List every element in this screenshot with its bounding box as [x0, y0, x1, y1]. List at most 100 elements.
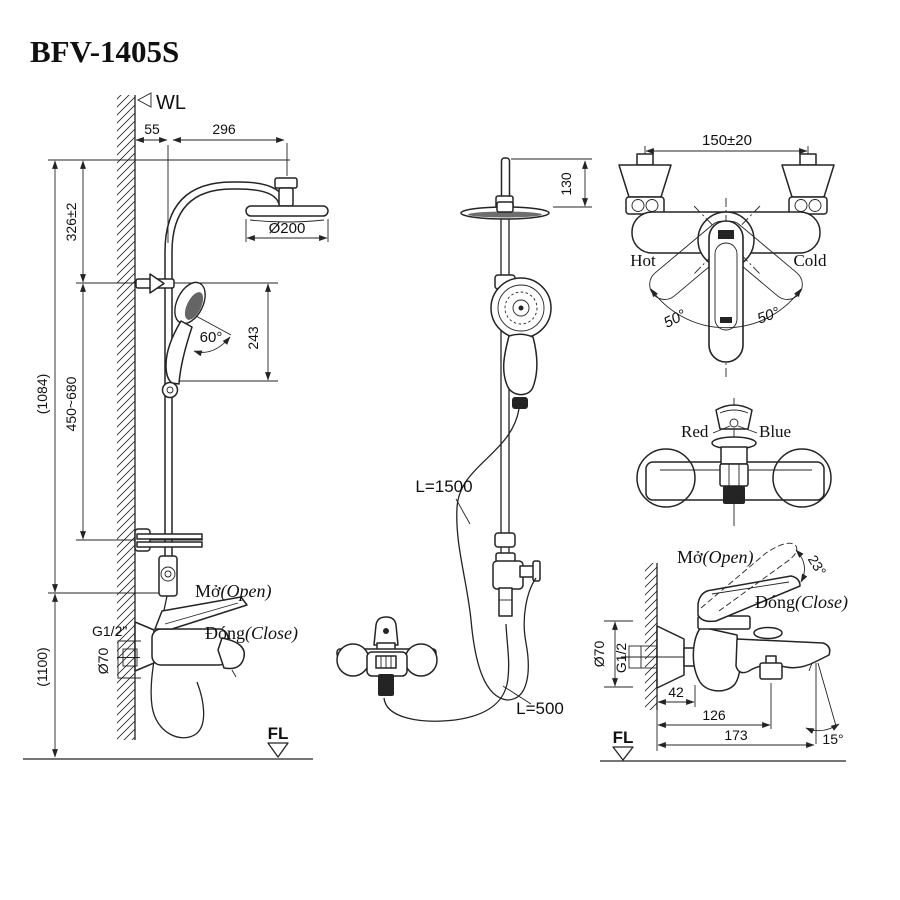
angle-ray-60 [195, 315, 232, 336]
overhead-shower-rim [249, 219, 325, 223]
column-connector [158, 555, 178, 597]
dim-label-296: 296 [212, 121, 236, 137]
water-line-marker-icon [137, 92, 152, 108]
swing-arc [650, 288, 802, 329]
head-connector [496, 201, 514, 213]
angle-arc-60 [193, 336, 231, 357]
dim-label-head-diameter: Ø200 [269, 220, 306, 237]
water-line-label: WL [156, 92, 186, 114]
open-label-vi: Mở [677, 547, 703, 567]
page-title: BFV-1405S [30, 34, 179, 69]
diverter-pull-knob [753, 626, 783, 640]
mixer-front-small [336, 616, 438, 696]
dim-label-60deg: 60° [200, 329, 223, 346]
mixer-lever-front [708, 220, 744, 363]
dim-label-1100: (1100) [34, 647, 50, 686]
hot-label: Hot [630, 251, 656, 270]
connection-hose-front [383, 623, 510, 722]
leader-line [502, 685, 532, 705]
dim-label-open-angle: 23° [805, 552, 830, 578]
flange-dim-bracket [117, 640, 141, 679]
arm-connector-nut [274, 177, 298, 189]
handle-indicator [718, 230, 734, 239]
handle-knob-top [715, 404, 753, 430]
wall-hatching [117, 95, 135, 740]
open-label-en: (Open) [703, 547, 754, 568]
dim-label-42: 42 [668, 684, 684, 700]
blue-label: Blue [759, 422, 791, 441]
shower-hose-front [456, 408, 537, 701]
connection-hose-length-label: L=500 [516, 699, 564, 718]
close-label: Đóng(Close) [755, 592, 848, 613]
close-label-en: (Close) [245, 623, 298, 644]
dim-label-flange-diameter: Ø70 [95, 648, 111, 675]
floor-line-label: FL [268, 724, 289, 743]
dim-label-55: 55 [144, 121, 160, 137]
shower-riser-pipe [164, 181, 287, 557]
handle-detail-line [164, 602, 239, 625]
slider-bar [136, 541, 203, 548]
hand-shower-front [490, 277, 552, 409]
spout-tip-mark [808, 662, 813, 672]
eccentric-union-right [781, 153, 835, 215]
floor-line-marker-icon [612, 746, 634, 761]
shower-hose-length-label: L=1500 [415, 477, 472, 496]
side-view-drawing: WL 55 296 Ø200 326±2 (1084) 450~680 (110… [23, 92, 329, 760]
open-angle-arc [795, 549, 808, 583]
overhead-shower-face [468, 211, 542, 218]
eccentric-union-left [618, 153, 672, 215]
diverter-knob-bottom [759, 662, 783, 680]
wall-hatching [645, 563, 657, 710]
indicator-dot [729, 418, 739, 428]
lower-ring [494, 532, 516, 548]
escutcheon-left [636, 448, 696, 508]
connector-detail [164, 570, 172, 578]
handle-mark [720, 317, 732, 323]
arm-connector-stem [278, 187, 294, 207]
floor-line-marker-icon [267, 742, 289, 758]
dim-label-173: 173 [724, 727, 748, 743]
angle-ray [817, 662, 837, 727]
mixer-spout-side [217, 637, 246, 670]
close-label-en: (Close) [795, 592, 848, 613]
mixer-top-view-drawing: Red Blue [636, 398, 832, 526]
lever-inner-line [714, 242, 738, 331]
front-view-drawing: 130 [336, 157, 592, 722]
floor-line-label: FL [613, 728, 634, 747]
mixer-side-view-drawing: 23° Mở(Open) Đóng(Close) Ø70 G1/2 42 126… [591, 542, 848, 762]
dim-label-swing-right: 50° [755, 304, 782, 328]
dim-label-450-680: 450~680 [63, 376, 79, 431]
dim-label-1084: (1084) [34, 374, 50, 414]
open-label: Mở(Open) [195, 581, 272, 602]
spout-tip-mark [231, 669, 237, 678]
dim-label-243: 243 [245, 326, 261, 350]
cartridge-neck [720, 446, 748, 465]
diverter-assembly [492, 552, 541, 617]
leader-line [455, 498, 471, 525]
holder-lug [149, 273, 165, 294]
dim-label-150: 150±20 [702, 132, 752, 149]
open-label-en: (Open) [221, 581, 272, 602]
open-label: Mở(Open) [677, 547, 754, 568]
close-label: Đóng(Close) [205, 623, 298, 644]
dim-label-326: 326±2 [63, 202, 79, 241]
mixer-body-side2 [692, 626, 741, 692]
slider-bar [136, 533, 203, 540]
dim-label-spout-angle: 15° [822, 731, 843, 747]
mixer-front-view-drawing: 150±20 [618, 132, 835, 377]
cold-label: Cold [793, 251, 827, 270]
diverter-hex-nut [719, 463, 749, 487]
top-stub-pipe [500, 157, 511, 201]
open-label-vi: Mở [195, 581, 221, 601]
escutcheon-right [772, 448, 832, 508]
spout-angle-arc [805, 723, 840, 734]
leader-line [712, 425, 731, 434]
red-label: Red [681, 422, 709, 441]
leader-line [737, 425, 758, 434]
hand-shower-side [161, 281, 206, 399]
knob-detail [719, 409, 749, 414]
dim-label-flange-diameter: Ø70 [591, 641, 607, 668]
outlet-ribbed [723, 486, 745, 504]
